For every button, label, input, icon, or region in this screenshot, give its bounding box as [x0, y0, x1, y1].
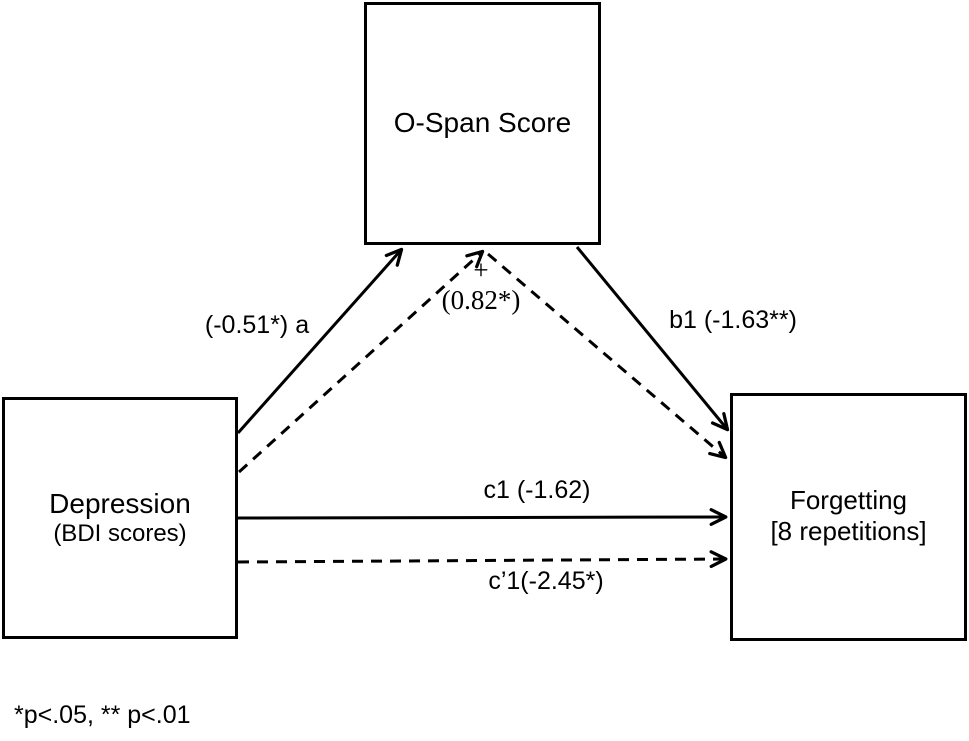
edge-indirect-sign: + [473, 255, 489, 285]
significance-footnote: *p<.05, ** p<.01 [14, 701, 191, 729]
node-depression-label: Depression [49, 487, 191, 519]
edge-indirect-label: + (0.82*) [441, 255, 521, 315]
edge-a-arrow [236, 247, 404, 434]
node-forgetting-sublabel: [8 repetitions] [770, 516, 927, 547]
node-forgetting: Forgetting [8 repetitions] [730, 393, 967, 641]
edge-indirect-value: (0.82*) [441, 284, 521, 315]
node-depression: Depression (BDI scores) [2, 397, 238, 639]
edge-c-prime1-label: c’1(-2.45*) [488, 567, 604, 595]
edge-indirect-right-arrow [487, 252, 728, 460]
edge-c1-arrow [237, 508, 728, 526]
node-ospan-score: O-Span Score [364, 2, 601, 245]
edge-b1-arrow [575, 246, 730, 432]
edge-c1-label: c1 (-1.62) [483, 476, 591, 504]
node-forgetting-label: Forgetting [789, 485, 908, 516]
edge-b1-label: b1 (-1.63**) [669, 306, 797, 334]
edge-indirect-left-arrow [237, 249, 485, 474]
edge-c-prime1-arrow [237, 550, 728, 569]
node-depression-sublabel: (BDI scores) [53, 519, 187, 547]
node-ospan-score-label: O-Span Score [393, 107, 572, 139]
edge-a-label: (-0.51*) a [204, 311, 310, 339]
